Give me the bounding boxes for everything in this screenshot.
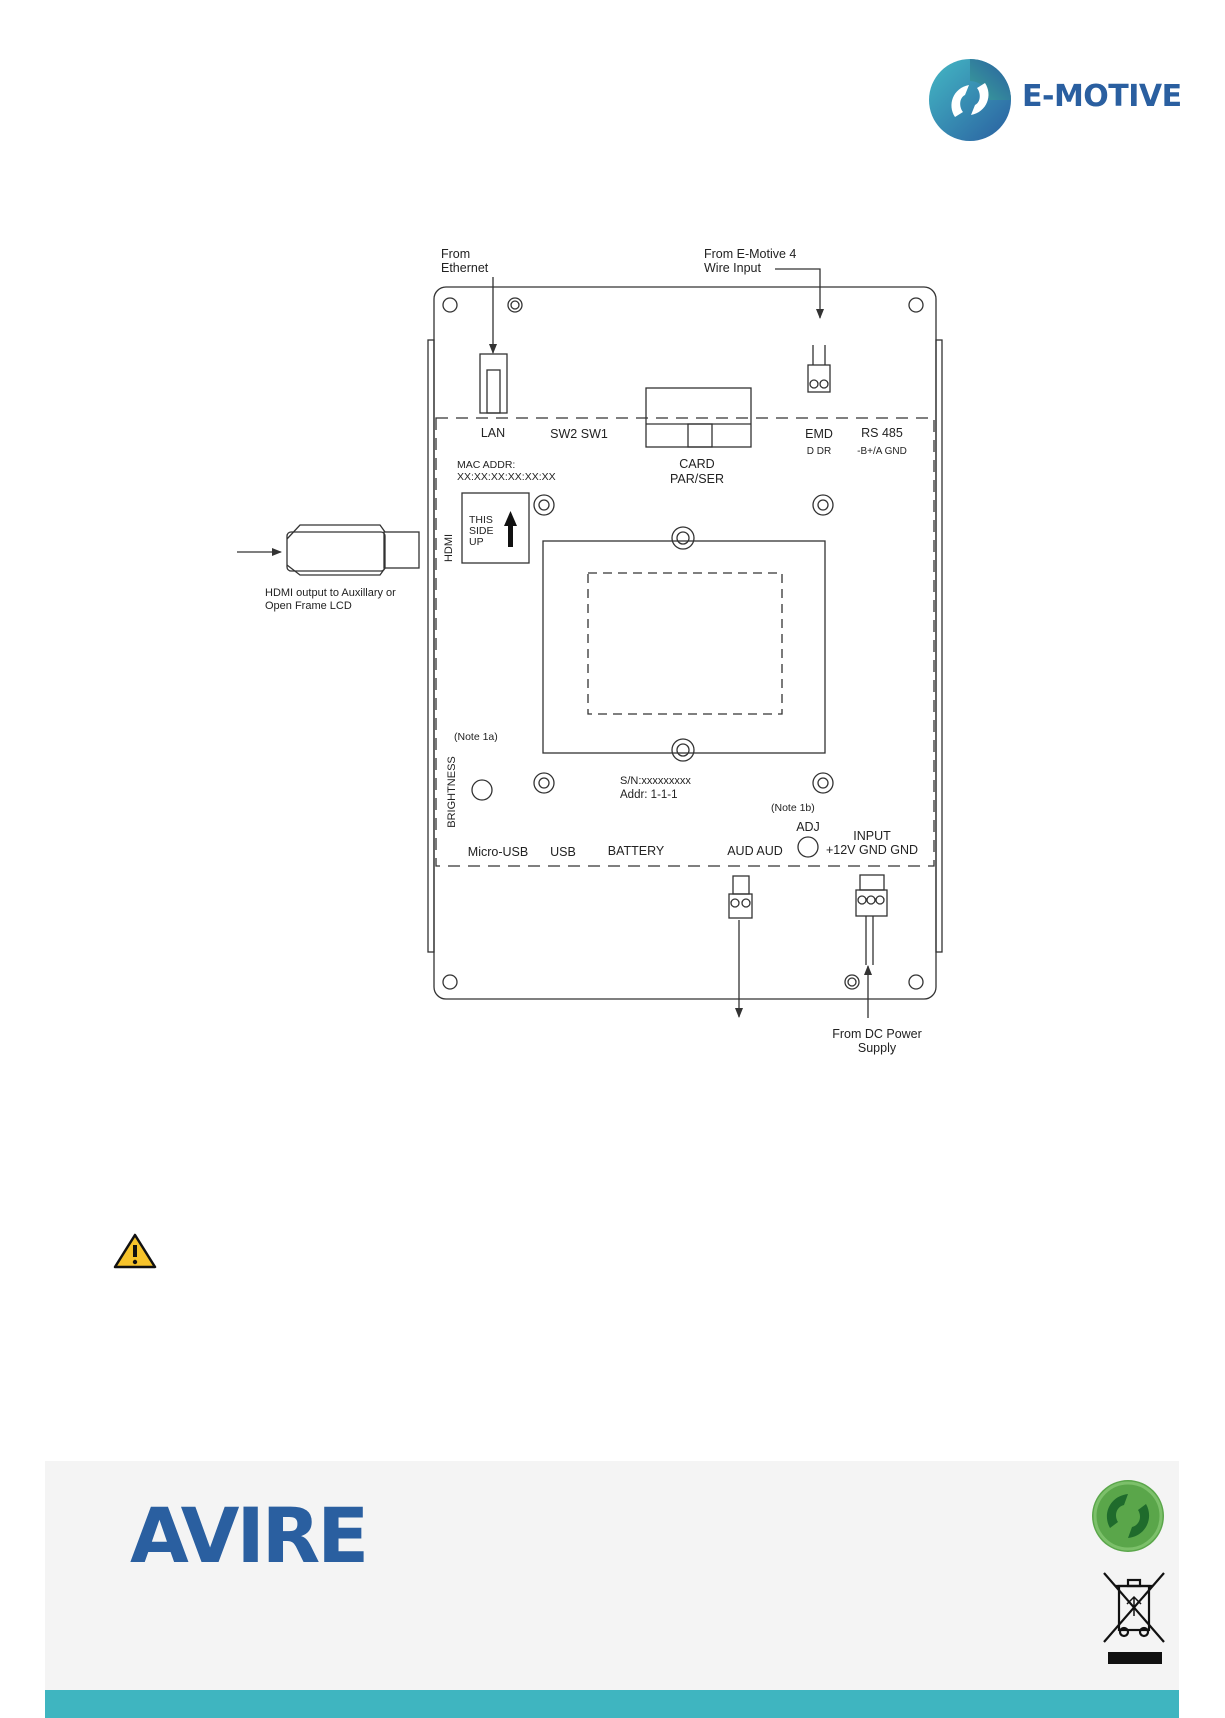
label-input: INPUT [853,829,891,843]
callout-wire-input-2: Wire Input [704,261,761,275]
warning-icon [113,1233,157,1269]
e-motive-logo: E-MOTIVE [925,55,1225,145]
e-motive-logo-icon [929,59,1011,141]
emd-connector [807,364,831,393]
label-this: THIS [469,514,493,526]
hdmi-plug [286,531,386,572]
enclosure-outline [433,286,937,1000]
up-arrow-icon [504,511,517,547]
lan-connector [479,353,508,414]
label-hdmi: HDMI [443,534,455,562]
label-battery: BATTERY [608,844,665,858]
green-dot-recycling-icon [1092,1480,1164,1552]
right-flange [935,339,943,953]
e-motive-wordmark: E-MOTIVE [1022,79,1182,114]
label-card-type: PAR/SER [670,472,724,486]
callout-dc-power-1: From DC Power [832,1027,922,1041]
label-sw: SW2 SW1 [550,427,608,441]
label-micro-usb: Micro-USB [468,845,528,859]
label-input-pins: +12V GND GND [826,843,918,857]
left-flange [427,339,435,953]
pcb-outline [435,417,935,867]
this-side-up-box [461,492,530,564]
callout-hdmi-2: Open Frame LCD [265,600,352,612]
footer-band [45,1461,1179,1690]
footer-teal-strip [45,1690,1179,1718]
callout-ethernet-1: From [441,247,470,261]
label-mac-value: XX:XX:XX:XX:XX:XX [457,471,556,483]
label-up: UP [469,536,484,548]
label-sn: S/N:xxxxxxxxx [620,775,691,787]
label-emd-pins: D DR [807,446,831,457]
callout-ethernet-2: Ethernet [441,261,489,275]
brightness-knob [471,779,493,801]
callout-hdmi-1: HDMI output to Auxillary or [265,587,396,599]
label-adj: ADJ [796,820,820,834]
wiring-diagram: From Ethernet From E-Motive 4 Wire Input… [113,247,943,1269]
label-brightness: BRIGHTNESS [446,756,458,828]
label-note-1b: (Note 1b) [771,802,815,814]
display-active-area [587,572,783,715]
label-side: SIDE [469,525,494,537]
label-usb: USB [550,845,576,859]
label-card: CARD [679,457,714,471]
adj-knob [797,836,819,858]
label-aud: AUD AUD [727,844,783,858]
wire-input-arrow [775,268,824,319]
label-rs485: RS 485 [861,426,903,440]
callout-dc-power-2: Supply [858,1041,897,1055]
display-window [542,540,826,754]
label-note-1a: (Note 1a) [454,731,498,743]
label-lan: LAN [481,426,505,440]
avire-logo: AVIRE [130,1491,369,1580]
label-emd: EMD [805,427,833,441]
label-addr: Addr: 1-1-1 [620,789,678,801]
callout-wire-input-1: From E-Motive 4 [704,247,796,261]
label-mac-addr: MAC ADDR: [457,459,515,471]
label-rs485-pins: -B+/A GND [857,446,907,457]
weee-crossed-bin-icon [1103,1572,1165,1664]
